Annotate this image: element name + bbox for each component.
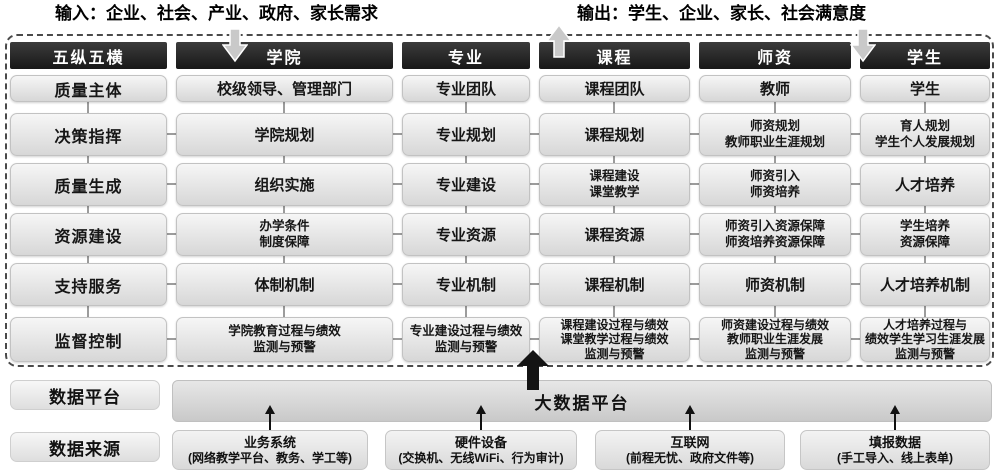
matrix-cell: 人才培养过程与 绩效学生学习生涯发展 监测与预警	[860, 317, 990, 362]
row-label: 质量主体	[10, 75, 167, 102]
row-label: 质量生成	[10, 163, 167, 206]
source-up-arrow-icon	[265, 405, 275, 430]
matrix-cell: 学院规划	[176, 113, 393, 156]
output-label: 输出：学生、企业、家长、社会满意度	[577, 4, 866, 23]
row-label: 资源建设	[10, 213, 167, 256]
row-label: 支持服务	[10, 263, 167, 306]
matrix-cell: 专业建设	[402, 163, 530, 206]
matrix-row: 质量生成 组织实施 专业建设 课程建设 课堂教学 师资引入 师资培养 人才培养	[7, 163, 992, 206]
row-label: 监督控制	[10, 317, 167, 362]
output-up-arrow-icon	[546, 24, 572, 58]
matrix-cell: 专业建设过程与绩效 监测与预警	[402, 317, 530, 362]
corner-header: 五纵五横	[10, 42, 167, 69]
matrix-row: 资源建设 办学条件 制度保障 专业资源 课程资源 师资引入资源保障 师资培养资源…	[7, 213, 992, 256]
source-up-arrow-icon	[890, 405, 900, 430]
matrix-cell: 师资规划 教师职业生涯规划	[699, 113, 851, 156]
matrix-cell: 专业团队	[402, 75, 530, 102]
matrix-cell: 专业机制	[402, 263, 530, 306]
source-up-arrow-icon	[685, 405, 695, 430]
matrix-cell: 课程机制	[539, 263, 690, 306]
source-detail: (手工导入、线上表单)	[837, 450, 953, 465]
row-label: 决策指挥	[10, 113, 167, 156]
col-header-student: 学生	[860, 42, 990, 69]
matrix-cell: 办学条件 制度保障	[176, 213, 393, 256]
source-box-business-systems: 业务系统 (网络教学平台、教务、学工等)	[172, 430, 368, 470]
source-title: 填报数据	[868, 434, 921, 450]
matrix-row: 监督控制 学院教育过程与绩效 监测与预警 专业建设过程与绩效 监测与预警 课程建…	[7, 317, 992, 362]
matrix-row: 决策指挥 学院规划 专业规划 课程规划 师资规划 教师职业生涯规划 育人规划 学…	[7, 113, 992, 156]
matrix-cell: 课程建设 课堂教学	[539, 163, 690, 206]
matrix-cell: 体制机制	[176, 263, 393, 306]
matrix-cell: 育人规划 学生个人发展规划	[860, 113, 990, 156]
matrix-cell: 人才培养机制	[860, 263, 990, 306]
input-down-arrow-icon	[222, 28, 248, 63]
matrix-cell: 学生培养 资源保障	[860, 213, 990, 256]
matrix-cell: 师资引入资源保障 师资培养资源保障	[699, 213, 851, 256]
matrix-cell: 校级领导、管理部门	[176, 75, 393, 102]
sources-row-label: 数据来源	[10, 432, 160, 462]
source-detail: (交换机、无线WiFi、行为审计)	[398, 450, 564, 465]
matrix-cell: 人才培养	[860, 163, 990, 206]
source-box-hardware: 硬件设备 (交换机、无线WiFi、行为审计)	[385, 430, 577, 470]
matrix-cell: 教师	[699, 75, 851, 102]
source-up-arrow-icon	[476, 405, 486, 430]
col-header-major: 专业	[402, 42, 530, 69]
source-box-reported-data: 填报数据 (手工导入、线上表单)	[800, 430, 990, 470]
matrix-cell: 学院教育过程与绩效 监测与预警	[176, 317, 393, 362]
matrix-cell: 课程建设过程与绩效 课堂教学过程与绩效 监测与预警	[539, 317, 690, 362]
source-box-internet: 互联网 (前程无忧、政府文件等)	[595, 430, 785, 470]
source-title: 业务系统	[243, 434, 296, 450]
matrix-frame: 五纵五横 学院 专业 课程 师资 学生 质量主体 校级领导、管理部门 专业团队 …	[5, 34, 994, 367]
student-down-arrow-icon	[850, 28, 876, 63]
big-data-platform-bar: 大数据平台	[172, 380, 992, 422]
matrix-cell: 组织实施	[176, 163, 393, 206]
input-label: 输入：企业、社会、产业、政府、家长需求	[55, 4, 378, 23]
matrix-cell: 师资引入 师资培养	[699, 163, 851, 206]
matrix-row: 支持服务 体制机制 专业机制 课程机制 师资机制 人才培养机制	[7, 263, 992, 306]
source-title: 硬件设备	[454, 434, 507, 450]
source-detail: (网络教学平台、教务、学工等)	[188, 450, 352, 465]
platform-row-label: 数据平台	[10, 380, 160, 410]
matrix-cell: 专业规划	[402, 113, 530, 156]
col-header-faculty: 师资	[699, 42, 851, 69]
matrix-row: 质量主体 校级领导、管理部门 专业团队 课程团队 教师 学生	[7, 75, 992, 102]
source-title: 互联网	[670, 434, 710, 450]
matrix-header-row: 五纵五横 学院 专业 课程 师资 学生	[7, 42, 992, 69]
col-header-college: 学院	[176, 42, 393, 69]
matrix-cell: 学生	[860, 75, 990, 102]
platform-up-arrow-icon	[517, 350, 549, 390]
matrix-cell: 课程资源	[539, 213, 690, 256]
matrix-cell: 专业资源	[402, 213, 530, 256]
matrix-cell: 课程规划	[539, 113, 690, 156]
matrix-cell: 课程团队	[539, 75, 690, 102]
matrix-cell: 师资建设过程与绩效 教师职业生涯发展 监测与预警	[699, 317, 851, 362]
source-detail: (前程无忧、政府文件等)	[626, 450, 754, 465]
matrix-cell: 师资机制	[699, 263, 851, 306]
